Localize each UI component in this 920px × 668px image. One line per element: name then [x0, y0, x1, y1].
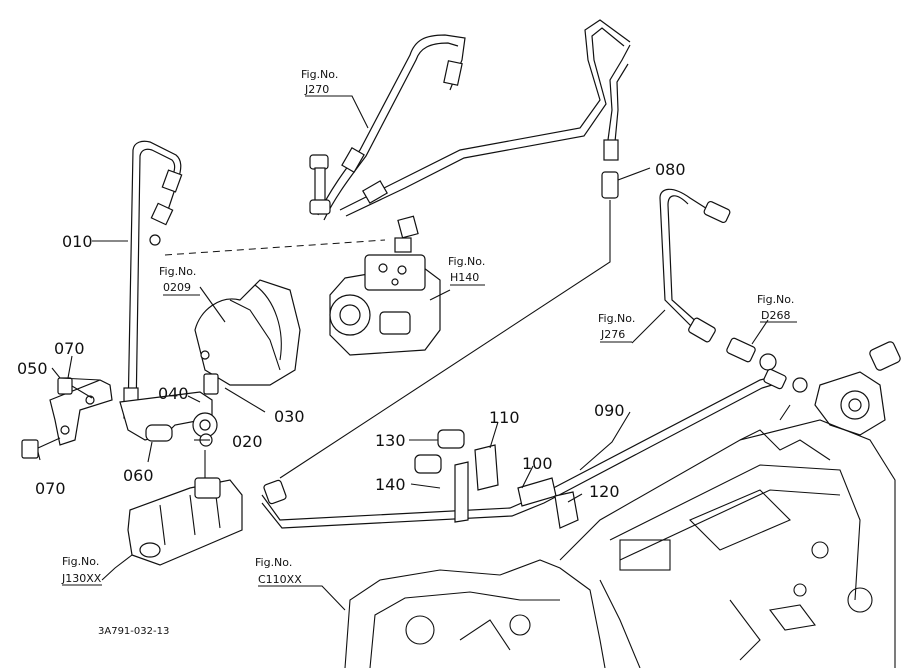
- figref-0209: Fig.No. 0209: [159, 265, 200, 296]
- figref-d268-code: D268: [761, 309, 790, 322]
- callout-130: 130: [375, 431, 406, 450]
- figref-h140-prefix: Fig.No.: [448, 255, 485, 268]
- figref-j276-prefix: Fig.No.: [598, 312, 635, 325]
- right-hose-assembly: [659, 188, 808, 393]
- hydraulic-pump: [127, 450, 243, 566]
- callout-050: 050: [17, 359, 48, 378]
- figref-j130xx-prefix: Fig.No.: [62, 555, 99, 568]
- callout-080: 080: [655, 160, 686, 179]
- case-c110xx: [344, 559, 606, 668]
- pipe-010: [123, 140, 183, 419]
- figref-j270-prefix: Fig.No.: [301, 68, 338, 81]
- housing-0209: [194, 279, 301, 386]
- callout-090: 090: [594, 401, 625, 420]
- callout-020: 020: [232, 432, 263, 451]
- callout-040: 040: [158, 384, 189, 403]
- control-valve: [329, 237, 441, 356]
- figref-j130xx: Fig.No. J130XX: [61, 555, 102, 586]
- figref-d268: Fig.No. D268: [757, 293, 797, 323]
- figref-0209-prefix: Fig.No.: [159, 265, 196, 278]
- bracket-050: [21, 377, 113, 459]
- figref-c110xx: Fig.No. C110XX: [255, 556, 310, 587]
- upper-hose-assembly: [309, 19, 631, 239]
- callout-030: 030: [274, 407, 305, 426]
- leader-lines: [37, 95, 769, 611]
- figref-j276-code: J276: [600, 328, 625, 341]
- figref-c110xx-prefix: Fig.No.: [255, 556, 292, 569]
- drawing-code: 3A791-032-13: [98, 626, 169, 637]
- figref-c110xx-code: C110XX: [258, 573, 302, 586]
- lift-cylinder: [814, 341, 901, 436]
- callout-070-upper: 070: [54, 339, 85, 358]
- figref-d268-prefix: Fig.No.: [757, 293, 794, 306]
- figref-j276: Fig.No. J276: [598, 312, 635, 343]
- callout-070-lower: 070: [35, 479, 66, 498]
- assembly-guide-line: [164, 239, 386, 256]
- transmission-case: [559, 404, 896, 668]
- figref-j270-code: J270: [304, 83, 329, 96]
- figref-0209-code: 0209: [163, 281, 191, 294]
- callout-010: 010: [62, 232, 93, 251]
- figref-j270: Fig.No. J270: [301, 68, 340, 97]
- callout-100: 100: [522, 454, 553, 473]
- callout-140: 140: [375, 475, 406, 494]
- figref-h140-code: H140: [450, 271, 479, 284]
- callout-120: 120: [589, 482, 620, 501]
- pipe-080: [279, 171, 619, 479]
- callout-110: 110: [489, 408, 520, 427]
- bracket-clamp-group: [414, 429, 579, 529]
- callout-060: 060: [123, 466, 154, 485]
- clamp-parts: [119, 373, 219, 447]
- figref-h140: Fig.No. H140: [448, 255, 485, 286]
- figref-j130xx-code: J130XX: [61, 572, 102, 585]
